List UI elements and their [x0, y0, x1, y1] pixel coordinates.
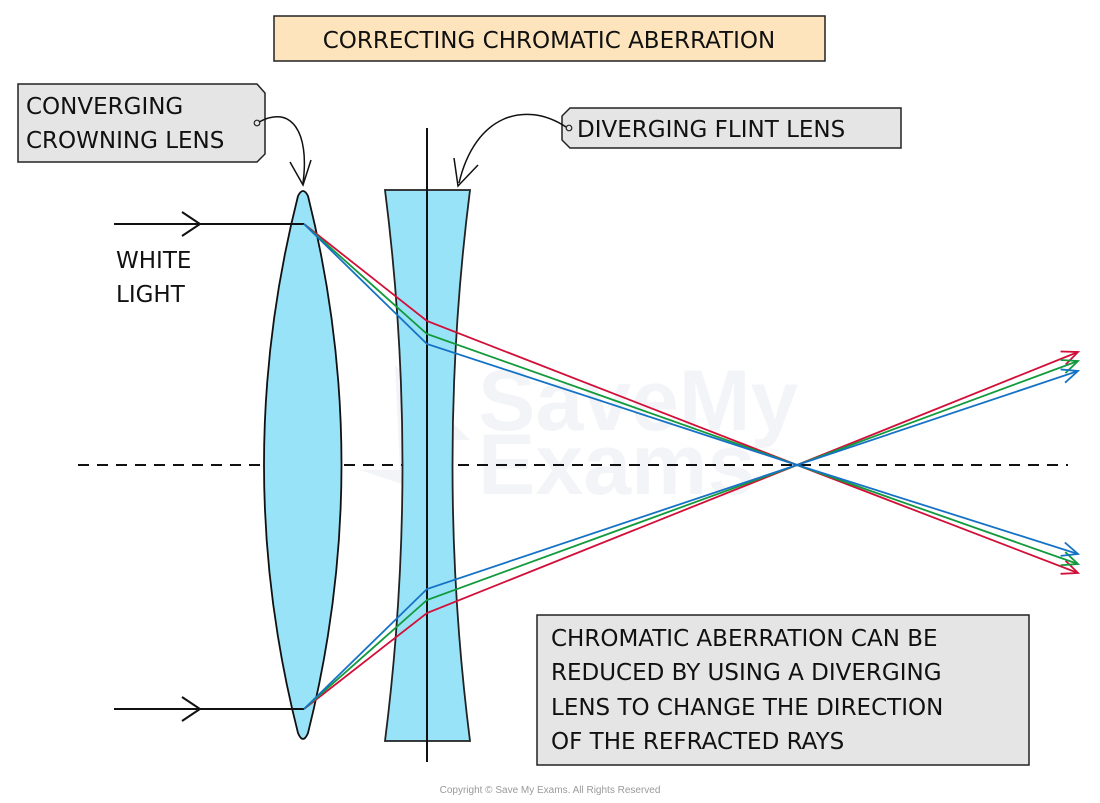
- pin-icon: [565, 124, 573, 132]
- white-light-label: WHITE LIGHT: [116, 248, 191, 308]
- converging-lens-label: CONVERGING CROWNING LENS: [17, 83, 312, 187]
- copyright-notice: Copyright © Save My Exams. All Rights Re…: [440, 785, 661, 796]
- title-background: [273, 15, 826, 62]
- watermark-line-1: SaveMy: [478, 353, 798, 449]
- arrowhead-icon: [1060, 359, 1081, 374]
- page-title: CORRECTING CHROMATIC ABERRATION: [323, 28, 776, 54]
- incoming-ray-bottom: [114, 696, 304, 722]
- title-box: CORRECTING CHROMATIC ABERRATION: [273, 15, 826, 62]
- explanation-box: CHROMATIC ABERRATION CAN BE REDUCED BY U…: [536, 614, 1030, 766]
- converging-lens: [263, 190, 343, 740]
- diverging-lens-label: DIVERGING FLINT LENS: [453, 107, 902, 188]
- explanation-line-4: OF THE REFRACTED RAYS: [551, 729, 844, 755]
- refracted-rays: [303, 223, 1081, 710]
- arrowhead-icon: [453, 157, 479, 188]
- diverging-label-text: DIVERGING FLINT LENS: [577, 117, 845, 143]
- ray-blue-bottom: [303, 464, 1079, 710]
- arrowhead-icon: [181, 211, 202, 237]
- explanation-line-2: REDUCED BY USING A DIVERGING: [551, 660, 942, 686]
- arrowhead-icon: [1060, 541, 1081, 557]
- converging-label-line-1: CONVERGING: [26, 94, 183, 120]
- ray-red-bottom: [303, 464, 1079, 710]
- white-light-line-2: LIGHT: [116, 282, 186, 308]
- ray-green-bottom: [303, 464, 1079, 710]
- label-tag-background: [561, 107, 902, 149]
- arrowhead-icon: [1060, 368, 1081, 384]
- converging-label-line-2: CROWNING LENS: [26, 128, 224, 154]
- pin-icon: [253, 119, 261, 127]
- arrowhead-icon: [1060, 551, 1081, 567]
- explanation-line-3: LENS TO CHANGE THE DIRECTION: [551, 695, 943, 721]
- white-light-line-1: WHITE: [116, 248, 191, 274]
- pointer-arrow: [458, 113, 567, 184]
- ray-green-top: [303, 223, 1079, 466]
- label-tag-background: [17, 83, 266, 163]
- incoming-ray-top: [114, 211, 304, 237]
- arrowhead-icon: [181, 696, 202, 722]
- arrowhead-icon: [289, 159, 312, 187]
- ray-blue-top: [303, 223, 1079, 466]
- ray-red-top: [303, 223, 1079, 466]
- explanation-line-1: CHROMATIC ABERRATION CAN BE: [551, 626, 938, 652]
- pointer-arrow: [258, 116, 306, 184]
- explanation-background: [536, 614, 1030, 766]
